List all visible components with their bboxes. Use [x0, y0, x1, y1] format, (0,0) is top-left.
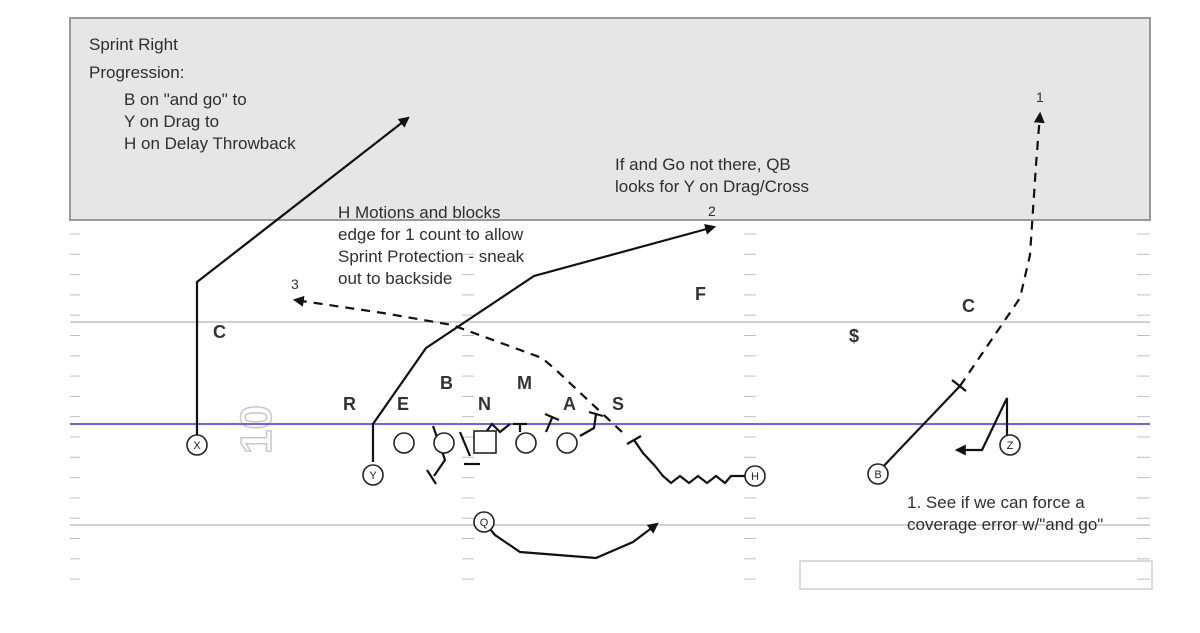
b-and-go-route — [959, 111, 1045, 387]
player-h: H — [744, 465, 766, 487]
ol-block-cap — [588, 410, 604, 418]
svg-text:B: B — [874, 469, 881, 481]
h-motion-route — [633, 439, 745, 485]
h-throwback-route — [292, 295, 623, 433]
defender-m: M — [517, 373, 532, 393]
svg-text:Q: Q — [480, 517, 489, 529]
h-motion-note: Sprint Protection - sneak — [338, 247, 525, 266]
ol-block — [458, 431, 472, 457]
player-b: B — [867, 463, 889, 485]
center — [473, 430, 497, 454]
y-drag-route — [371, 224, 717, 462]
q-sprint-route — [483, 521, 659, 560]
progression-item: Y on Drag to — [124, 112, 219, 131]
progression-box — [69, 17, 1151, 221]
ol-block-cap — [426, 469, 437, 485]
route-number-1: 1 — [1036, 89, 1044, 105]
coverage-note: 1. See if we can force a — [907, 493, 1085, 512]
ol-block-cap — [544, 412, 560, 422]
player-q: Q — [473, 511, 495, 533]
box-heading: Progression: — [89, 63, 184, 82]
offensive-lineman — [433, 432, 455, 454]
z-route — [954, 397, 1009, 456]
progression-item: H on Delay Throwback — [124, 134, 296, 153]
defender-c-left: C — [213, 322, 226, 342]
svg-text:Y: Y — [369, 470, 377, 482]
svg-text:X: X — [193, 440, 201, 452]
qb-read-note: looks for Y on Drag/Cross — [615, 177, 809, 196]
h-block-cap — [626, 435, 642, 445]
defender-f: F — [695, 284, 706, 304]
player-x: X — [186, 434, 208, 456]
ol-block — [579, 413, 598, 437]
hash-marks — [70, 233, 1150, 580]
qb-read-note: If and Go not there, QB — [615, 155, 791, 174]
defender-n: N — [478, 394, 491, 414]
b-stem-route — [877, 385, 961, 473]
route-number-3: 3 — [291, 276, 299, 292]
svg-text:Z: Z — [1007, 440, 1014, 452]
offensive-lineman — [393, 432, 415, 454]
ol-block — [485, 422, 511, 434]
offensive-lineman — [556, 432, 578, 454]
h-motion-note: H Motions and blocks — [338, 203, 501, 222]
coverage-note: coverage error w/"and go" — [907, 515, 1103, 534]
box-title: Sprint Right — [89, 35, 178, 54]
player-y: Y — [362, 464, 384, 486]
h-motion-note: edge for 1 count to allow — [338, 225, 524, 244]
yard-marker: 10 — [232, 405, 281, 454]
x-post-route — [195, 116, 410, 440]
svg-text:H: H — [751, 471, 759, 483]
ol-block — [544, 417, 554, 433]
b-stem-cap — [951, 379, 967, 392]
defender-b: B — [440, 373, 453, 393]
defender-c-right: C — [962, 296, 975, 316]
defender-a: A — [563, 394, 576, 414]
progression-item: B on "and go" to — [124, 90, 247, 109]
empty-box — [799, 560, 1153, 590]
defender-r: R — [343, 394, 356, 414]
route-number-2: 2 — [708, 203, 716, 219]
defender-e: E — [397, 394, 409, 414]
player-z: Z — [999, 434, 1021, 456]
defender-s: S — [612, 394, 624, 414]
h-motion-note: out to backside — [338, 269, 452, 288]
defender-dollar: $ — [849, 326, 859, 346]
offensive-lineman — [515, 432, 537, 454]
